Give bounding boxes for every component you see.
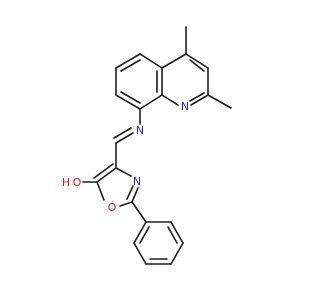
quinoline-benzo-ring (115, 53, 163, 110)
phenyl-ring (133, 221, 184, 265)
molecule-structure: N N N O H O (62, 26, 232, 265)
atom-o-hydroxyl: O (73, 176, 82, 189)
quinoline-pyridine-ring (161, 53, 209, 106)
atom-n-quinoline: N (181, 100, 189, 113)
molecule-canvas: N N N O H O (62, 26, 232, 265)
c2-phenyl-bond (131, 201, 147, 223)
imine-double-bond (113, 127, 134, 144)
methyl-2-bond (207, 94, 232, 109)
atom-o-ring: O (108, 201, 117, 214)
atom-n-oxazole: N (133, 175, 141, 188)
atom-n-imine: N (136, 124, 144, 137)
atom-h-hydroxyl: H (62, 176, 70, 189)
oxazole-ring (93, 163, 139, 207)
